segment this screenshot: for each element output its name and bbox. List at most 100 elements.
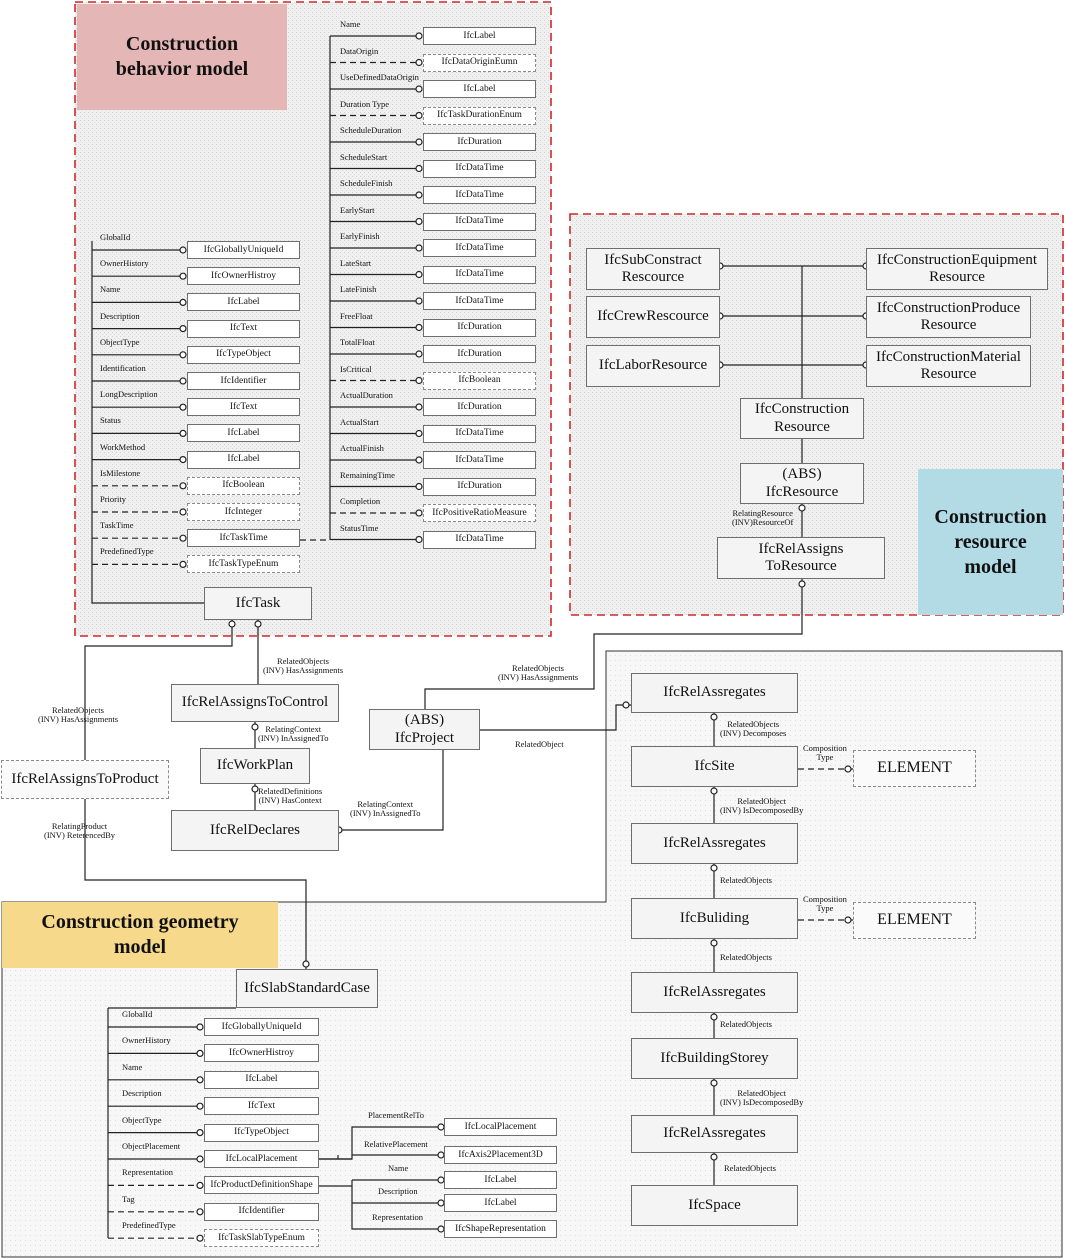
slab-attr-type[interactable]: IfcProductDefinitionShape <box>204 1176 319 1195</box>
crew-resource-box[interactable]: IfcCrewRescource <box>586 296 720 338</box>
tasktime-attr-type[interactable]: IfcDuration <box>423 318 536 337</box>
slab-attr-label: ObjectType <box>122 1114 162 1125</box>
tasktime-attr-type[interactable]: IfcDuration <box>423 398 536 416</box>
task-attr-type[interactable]: IfcTaskTime <box>187 529 300 548</box>
ifcresource-box[interactable]: (ABS) IfcResource <box>740 463 864 504</box>
tasktime-attr-circle <box>415 376 423 385</box>
construction-resource-box[interactable]: IfcConstruction Resource <box>740 398 864 439</box>
task-attr-label: Status <box>100 415 121 426</box>
tasktime-attr-circle <box>415 535 423 544</box>
ifcproject-box[interactable]: (ABS) IfcProject <box>369 709 480 750</box>
tasktime-attr-type[interactable]: IfcDataTime <box>423 265 536 284</box>
tasktime-attr-circle <box>415 58 423 67</box>
workplan-box[interactable]: IfcWorkPlan <box>200 748 310 784</box>
task-attr-label: PredefinedType <box>100 546 154 557</box>
tasktime-attr-label: LateStart <box>340 257 372 268</box>
task-attr-type[interactable]: IfcGloballyUniqueId <box>187 241 300 259</box>
shape-name-type[interactable]: IfcLabel <box>444 1171 557 1189</box>
task-attr-type[interactable]: IfcTaskTypeEnum <box>187 555 300 574</box>
tasktime-attr-type[interactable]: IfcLabel <box>423 27 536 45</box>
material-resource-box[interactable]: IfcConstructionMaterial Resource <box>866 345 1031 387</box>
produce-resource-box[interactable]: IfcConstructionProduce Resource <box>866 296 1031 338</box>
tasktime-attr-label: ScheduleStart <box>340 151 388 162</box>
tasktime-attr-type[interactable]: IfcDataTime <box>423 159 536 178</box>
task-attr-circle <box>179 482 187 490</box>
equipment-resource-box[interactable]: IfcConstructionEquipment Resource <box>866 248 1048 290</box>
placement-relto-type[interactable]: IfcLocalPlacement <box>444 1118 557 1136</box>
slab-attr-type[interactable]: IfcText <box>204 1097 319 1116</box>
shape-description-label: Description <box>378 1186 418 1196</box>
tasktime-attr-type[interactable]: IfcDataTime <box>423 451 536 469</box>
tasktime-attr-label: DataOrigin <box>340 45 379 56</box>
relative-placement-type[interactable]: IfcAxis2Placement3D <box>444 1146 557 1164</box>
task-attr-type[interactable]: IfcLabel <box>187 424 300 443</box>
relaggregates-4-box[interactable]: IfcRelAssregates <box>631 1115 798 1153</box>
relaggregates-2-box[interactable]: IfcRelAssregates <box>631 823 798 864</box>
product-slab-circle <box>302 960 310 968</box>
ifcsite-box[interactable]: IfcSite <box>631 746 798 787</box>
spatial-label-1: RelatedObjects (INV) Decomposes <box>720 719 787 739</box>
spatial-chain-circle <box>710 713 718 721</box>
control-plan-label: RelatingContext (INV) InAssignedTo <box>258 724 329 744</box>
tasktime-attr-type[interactable]: IfcLabel <box>423 80 536 98</box>
task-attr-type[interactable]: IfcIdentifier <box>187 372 300 390</box>
task-attr-type[interactable]: IfcBoolean <box>187 476 300 495</box>
task-attr-type[interactable]: IfcText <box>187 319 300 338</box>
tasktime-attr-type[interactable]: IfcDataOriginEumn <box>423 53 536 72</box>
relaggregates-3-box[interactable]: IfcRelAssregates <box>631 972 798 1013</box>
task-attr-type[interactable]: IfcOwnerHistroy <box>187 267 300 286</box>
tasktime-attr-circle <box>415 323 423 332</box>
task-attr-type[interactable]: IfcLabel <box>187 450 300 469</box>
building-element-circle <box>844 916 852 924</box>
tasktime-attr-type[interactable]: IfcDataTime <box>423 186 536 204</box>
tasktime-attr-type[interactable]: IfcDataTime <box>423 239 536 257</box>
slab-attr-type[interactable]: IfcLocalPlacement <box>204 1150 319 1168</box>
task-attr-label: OwnerHistory <box>100 258 149 269</box>
element-site-box[interactable]: ELEMENT <box>853 750 976 787</box>
task-attr-circle <box>179 298 187 306</box>
tasktime-attr-type[interactable]: IfcDataTime <box>423 292 536 310</box>
task-attr-type[interactable]: IfcText <box>187 398 300 417</box>
subcontract-resource-box[interactable]: IfcSubConstract Rescource <box>586 248 720 290</box>
tasktime-attr-type[interactable]: IfcDataTime <box>423 530 536 549</box>
task-attr-type[interactable]: IfcTypeObject <box>187 345 300 364</box>
task-attr-type[interactable]: IfcLabel <box>187 293 300 312</box>
slab-attr-type[interactable]: IfcLabel <box>204 1070 319 1089</box>
task-attr-circle <box>179 246 187 254</box>
tasktime-attr-type[interactable]: IfcDuration <box>423 477 536 496</box>
shape-name-label: Name <box>388 1163 409 1173</box>
ifcbuildingstorey-box[interactable]: IfcBuildingStorey <box>631 1038 798 1079</box>
tasktime-attr-type[interactable]: IfcDataTime <box>423 424 536 443</box>
slab-attr-type[interactable]: IfcTaskSlabTypeEnum <box>204 1229 319 1248</box>
slab-attr-type[interactable]: IfcIdentifier <box>204 1202 319 1221</box>
element-building-box[interactable]: ELEMENT <box>853 902 976 939</box>
shape-representation-type[interactable]: IfcShapeRepresentation <box>444 1220 557 1238</box>
tasktime-attr-type[interactable]: IfcDataTime <box>423 212 536 231</box>
resource-tree-lines <box>720 265 866 398</box>
slab-attr-type[interactable]: IfcOwnerHistroy <box>204 1044 319 1063</box>
shape-description-type[interactable]: IfcLabel <box>444 1194 557 1212</box>
task-attr-type[interactable]: IfcInteger <box>187 503 300 521</box>
relaggregates-1-box[interactable]: IfcRelAssregates <box>631 673 798 713</box>
tasktime-attr-type[interactable]: IfcPositiveRatioMeasure <box>423 504 536 522</box>
tasktime-attr-label: ActualFinish <box>340 443 384 453</box>
relassigns-toproduct-box[interactable]: IfcRelAssignsToProduct <box>1 760 169 799</box>
relassigns-toresource-box[interactable]: IfcRelAssigns ToResource <box>717 537 885 579</box>
slab-attr-label: Tag <box>122 1193 135 1204</box>
labor-resource-box[interactable]: IfcLaborResource <box>586 345 720 387</box>
ifcspace-box[interactable]: IfcSpace <box>631 1185 798 1226</box>
tasktime-attr-type[interactable]: IfcBoolean <box>423 371 536 390</box>
tasktime-attr-type[interactable]: IfcDuration <box>423 133 536 151</box>
ifcbuilding-box[interactable]: IfcBuliding <box>631 898 798 939</box>
reldeclares-box[interactable]: IfcRelDeclares <box>171 810 339 851</box>
ifctask-box[interactable]: IfcTask <box>204 587 312 620</box>
tasktime-attr-type[interactable]: IfcTaskDurationEnum <box>423 106 536 125</box>
tasktime-attr-label: ActualStart <box>340 416 379 427</box>
relassigns-tocontrol-box[interactable]: IfcRelAssignsToControl <box>171 684 339 722</box>
slab-attr-type[interactable]: IfcTypeObject <box>204 1123 319 1142</box>
tasktime-attr-circle <box>415 164 423 173</box>
slab-standard-case-box[interactable]: IfcSlabStandardCase <box>236 969 378 1008</box>
project-site-label: RelatedObject <box>515 739 564 749</box>
tasktime-attr-type[interactable]: IfcDuration <box>423 345 536 363</box>
slab-attr-type[interactable]: IfcGloballyUniqueId <box>204 1018 319 1036</box>
